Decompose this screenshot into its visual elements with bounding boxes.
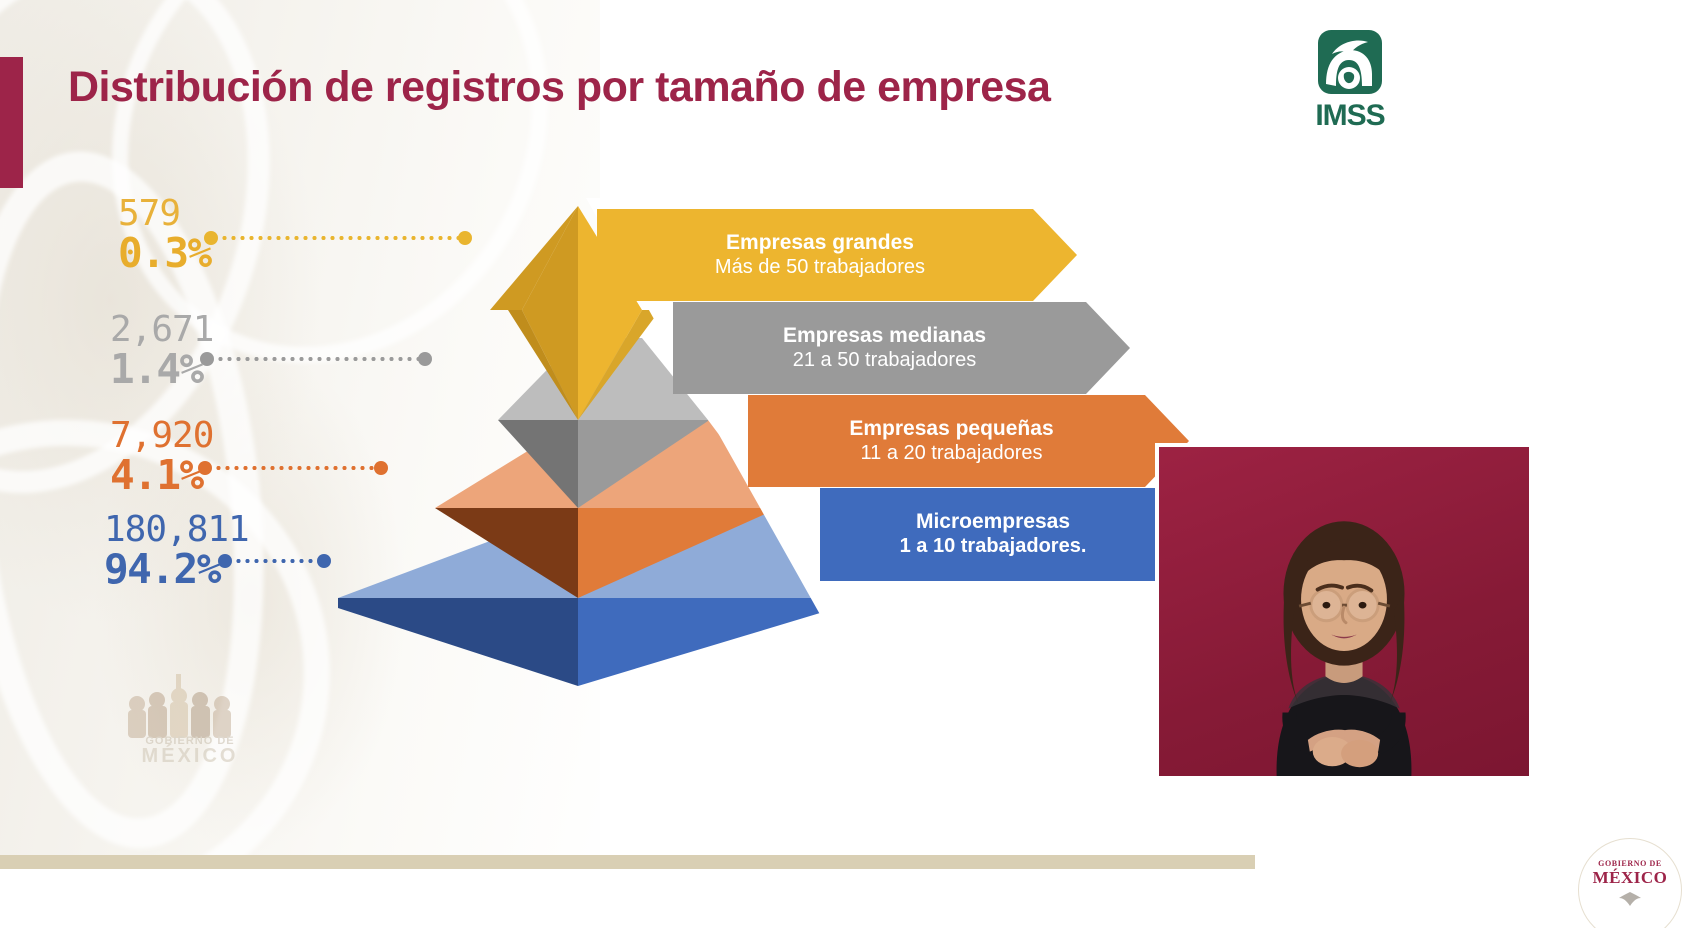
- callout-empresas-pequenas: Empresas pequeñas 11 a 20 trabajadores: [748, 395, 1189, 487]
- stat-percent: 0.3%: [118, 229, 212, 277]
- callout-microempresas: Microempresas 1 a 10 trabajadores.: [820, 488, 1200, 581]
- stat-count: 180,811: [104, 509, 250, 550]
- callout-empresas-medianas: Empresas medianas 21 a 50 trabajadores: [673, 302, 1130, 394]
- page-title: Distribución de registros por tamaño de …: [68, 63, 1051, 111]
- sign-language-interpreter-video[interactable]: [1155, 443, 1533, 780]
- stat-empresas-grandes: 579 0.3%: [118, 193, 348, 277]
- connector-line-pequenas: [198, 461, 388, 475]
- stat-percent: 4.1%: [110, 451, 204, 499]
- interpreter-figure: [1276, 521, 1412, 776]
- slide-footer-strip: [0, 855, 1686, 928]
- stat-empresas-medianas: 2,671 1.4%: [110, 309, 340, 393]
- imss-emblem-icon: [1318, 30, 1382, 94]
- stat-count: 7,920: [110, 415, 214, 456]
- imss-logo: IMSS: [1297, 28, 1403, 136]
- gobierno-de-mexico-seal: GOBIERNO DE MÉXICO: [1578, 838, 1682, 928]
- callout-shape: [820, 488, 1200, 581]
- stat-empresas-pequenas: 7,920 4.1%: [110, 415, 340, 499]
- seal-line-1: GOBIERNO DE: [1598, 859, 1662, 868]
- callout-subtitle: 11 a 20 trabajadores: [860, 441, 1043, 464]
- stat-microempresas: 180,811 94.2%: [104, 509, 334, 593]
- connector-line-medianas: [200, 352, 432, 366]
- pyramid-chart: [330, 198, 830, 686]
- callout-title: Empresas grandes: [726, 230, 914, 254]
- callout-title: Empresas pequeñas: [849, 416, 1054, 440]
- callout-shape: [748, 395, 1189, 487]
- callout-title: Microempresas: [915, 510, 1071, 534]
- gobierno-de-mexico-watermark: GOBIERNO DE MÉXICO: [100, 672, 280, 792]
- stat-count: 2,671: [110, 309, 214, 350]
- callout-shape: [673, 302, 1130, 394]
- callout-shape: [597, 209, 1077, 301]
- callout-empresas-grandes: Empresas grandes Más de 50 trabajadores: [597, 209, 1077, 301]
- eagle-icon: [1619, 892, 1641, 906]
- connector-line-micro: [218, 554, 331, 568]
- seal-line-2: MÉXICO: [1592, 868, 1668, 887]
- stat-percent: 1.4%: [110, 345, 204, 393]
- connector-line-grandes: [204, 231, 472, 245]
- stat-percent: 94.2%: [104, 545, 221, 593]
- callout-title: Empresas medianas: [782, 323, 987, 347]
- callout-subtitle: Más de 50 trabajadores: [714, 255, 926, 278]
- title-accent-bar: [0, 57, 23, 188]
- callout-subtitle: 21 a 50 trabajadores: [792, 348, 977, 371]
- gobierno-watermark-text: GOBIERNO DE MÉXICO: [141, 735, 239, 767]
- callout-subtitle: 1 a 10 trabajadores.: [899, 535, 1087, 558]
- pyramid-tier-grandes: [490, 206, 660, 420]
- historic-figures-icon: [128, 674, 231, 738]
- imss-wordmark: IMSS: [1315, 99, 1385, 132]
- stat-count: 579: [118, 193, 181, 234]
